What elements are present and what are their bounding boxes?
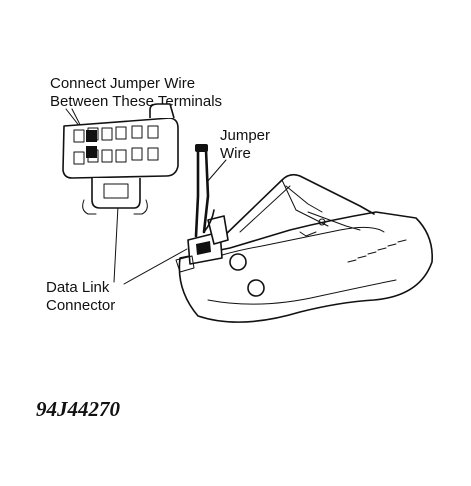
panel-hole-right <box>247 279 265 297</box>
jumper-wire-tip <box>195 144 208 152</box>
jumper-wire-label-line1: Jumper <box>220 127 270 144</box>
leader-dlc-detail <box>113 205 119 283</box>
connect-jumper-label-line1: Connect Jumper Wire <box>50 75 195 92</box>
leader-dlc-installed <box>123 248 188 285</box>
jumper-wire-label-line2: Wire <box>220 145 251 162</box>
jumper-wire <box>194 144 215 238</box>
figure-id: 94J44270 <box>36 397 121 421</box>
installed-connector-ear <box>207 215 229 245</box>
connector-ear <box>149 103 175 119</box>
installed-data-link-connector <box>175 215 229 273</box>
data-link-connector-label-line2: Connector <box>46 297 115 314</box>
jumper-wire-strand-a <box>194 148 200 238</box>
leader-jumper-wire <box>206 159 227 183</box>
data-link-connector-label-line1: Data Link <box>46 279 110 296</box>
connector-detail <box>62 103 179 215</box>
lower-panel-outline <box>178 211 433 323</box>
jumper-terminal-a <box>86 130 97 142</box>
jumper-terminal-b <box>86 146 97 158</box>
jumper-wire-strand-b <box>202 148 210 234</box>
connector-latch <box>91 178 141 209</box>
connect-jumper-label-line2: Between These Terminals <box>50 93 222 110</box>
panel-hole-left <box>229 253 247 271</box>
